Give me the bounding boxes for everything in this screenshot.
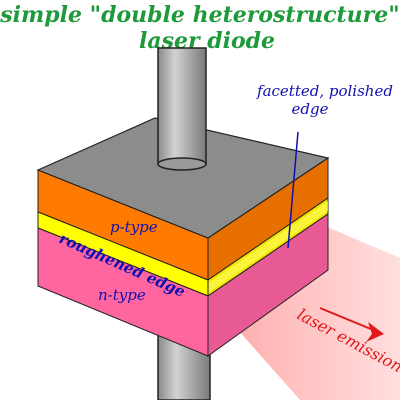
block-right-face [207,157,329,357]
edge-label-line-2: edge [292,100,329,118]
top-electrode [157,47,207,171]
emission-arrow [319,307,384,342]
n-type-label: n-type [98,286,146,304]
block-front-face [37,169,209,357]
edge-label-line-1: facetted, polished [256,82,393,100]
block-top-face [36,117,330,239]
title-line-1: simple "double heterostructure" [0,2,400,28]
edge-pointer-line [287,131,299,249]
p-type-label: p-type [110,218,158,236]
n-type-layer [37,227,209,357]
